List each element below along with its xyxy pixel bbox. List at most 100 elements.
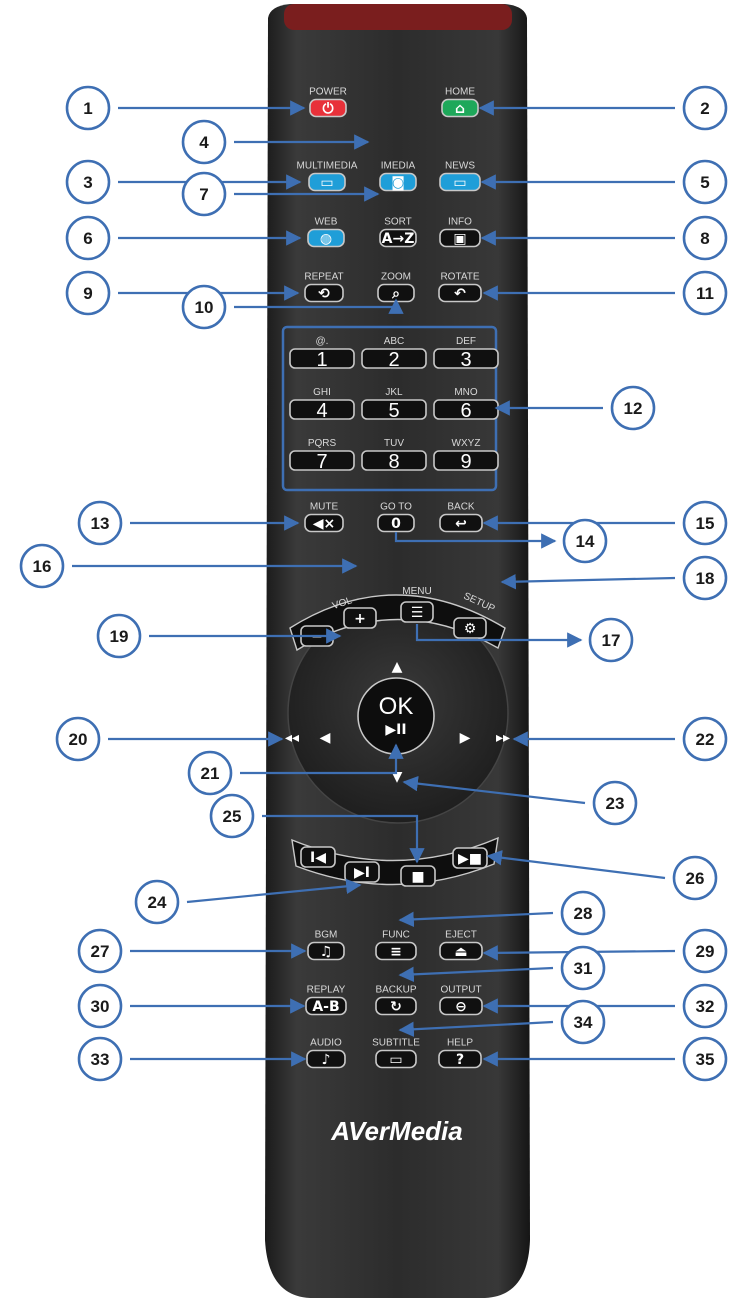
goto-key[interactable] — [377, 513, 415, 533]
callout-arrows — [72, 100, 676, 1067]
vol-plus-button[interactable]: + — [343, 607, 377, 629]
home-key[interactable] — [441, 98, 479, 118]
prev-button[interactable]: I◀ — [300, 846, 336, 868]
numpad-letters: MNO — [454, 387, 478, 398]
func-key[interactable] — [375, 941, 417, 961]
subtitle-key[interactable] — [375, 1049, 417, 1069]
power-button[interactable]: POWER⏻ — [309, 87, 347, 118]
callout-circle — [682, 983, 728, 1029]
imedia-button[interactable]: IMEDIA◙ — [379, 161, 417, 192]
repeat-key[interactable] — [304, 283, 344, 303]
replay-key[interactable] — [305, 996, 347, 1016]
eject-key[interactable] — [439, 941, 483, 961]
info-button[interactable]: INFO▣ — [439, 217, 481, 248]
callout-circle — [560, 945, 606, 991]
mute-button[interactable]: MUTE◀× — [304, 502, 344, 533]
info-key[interactable] — [439, 228, 481, 248]
zoom-button[interactable]: ZOOM⌕ — [377, 272, 415, 303]
numpad-key-cap[interactable] — [433, 450, 499, 471]
numpad-key-cap[interactable] — [361, 450, 427, 471]
setup-button-cap[interactable] — [453, 617, 487, 639]
vol-plus-button-cap[interactable] — [343, 607, 377, 629]
rotate-icon: ↶ — [454, 286, 466, 302]
slow-button[interactable]: ▶■ — [452, 847, 488, 869]
numpad-digit: 9 — [460, 451, 471, 473]
news-button[interactable]: NEWS▭ — [439, 161, 481, 192]
back-key[interactable] — [439, 513, 483, 533]
eject-button[interactable]: EJECT⏏ — [439, 930, 483, 961]
callout-arrow-10 — [234, 298, 404, 314]
sort-key[interactable] — [379, 228, 417, 248]
callout-number: 7 — [199, 185, 208, 204]
setup-icon: ⚙ — [464, 621, 477, 637]
rotate-button[interactable]: ROTATE↶ — [438, 272, 482, 303]
numpad-key-cap[interactable] — [289, 399, 355, 420]
stop-button-cap[interactable] — [400, 865, 436, 887]
numpad-letters: WXYZ — [452, 438, 481, 449]
callout-arrow-14 — [394, 532, 557, 549]
numpad-digit: 3 — [460, 349, 471, 371]
stop-button[interactable]: ■ — [400, 865, 436, 887]
func-button[interactable]: FUNC≡ — [375, 930, 417, 961]
callout-10: 10 — [181, 284, 227, 330]
back-button[interactable]: BACK↩ — [439, 502, 483, 533]
prev-button-cap[interactable] — [300, 846, 336, 868]
callout-9: 9 — [65, 270, 111, 316]
news-key[interactable] — [439, 172, 481, 192]
multimedia-key[interactable] — [308, 172, 346, 192]
menu-button-cap[interactable] — [400, 601, 434, 623]
numpad-key-9[interactable]: WXYZ 9 — [433, 438, 499, 473]
callout-number: 13 — [91, 514, 110, 533]
backup-button[interactable]: BACKUP↻ — [375, 985, 417, 1016]
numpad-key-cap[interactable] — [289, 450, 355, 471]
callout-circle — [562, 518, 608, 564]
web-key[interactable] — [307, 228, 345, 248]
goto-button[interactable]: GO TO0 — [377, 502, 415, 533]
repeat-button[interactable]: REPEAT⟲ — [304, 272, 344, 303]
help-button[interactable]: HELP? — [438, 1038, 482, 1069]
replay-label: REPLAY — [307, 985, 346, 996]
help-key[interactable] — [438, 1049, 482, 1069]
audio-key[interactable] — [306, 1049, 346, 1069]
mute-key[interactable] — [304, 513, 344, 533]
eject-label: EJECT — [445, 930, 477, 941]
backup-key[interactable] — [375, 996, 417, 1016]
next-button-cap[interactable] — [344, 861, 380, 883]
numpad-key-1[interactable]: @.1 — [289, 336, 355, 371]
output-button[interactable]: OUTPUT⊖ — [439, 985, 483, 1016]
callout-circle — [588, 617, 634, 663]
home-button[interactable]: HOME⌂ — [441, 87, 479, 118]
multimedia-button[interactable]: MULTIMEDIA▭ — [297, 161, 358, 192]
callout-18: 18 — [682, 555, 728, 601]
audio-button[interactable]: AUDIO♪ — [306, 1038, 346, 1069]
next-button[interactable]: ▶I — [344, 861, 380, 883]
callout-number: 25 — [223, 807, 242, 826]
bgm-key[interactable] — [307, 941, 345, 961]
numpad-key-cap[interactable] — [433, 348, 499, 369]
bgm-button[interactable]: BGM♫ — [307, 930, 345, 961]
setup-button[interactable]: ⚙ — [453, 617, 487, 639]
rotate-key[interactable] — [438, 283, 482, 303]
output-key[interactable] — [439, 996, 483, 1016]
web-button[interactable]: WEB◍ — [307, 217, 345, 248]
callout-number: 14 — [576, 532, 595, 551]
callout-circle — [181, 119, 227, 165]
power-key[interactable] — [309, 98, 347, 118]
imedia-key[interactable] — [379, 172, 417, 192]
subtitle-button[interactable]: SUBTITLE▭ — [372, 1038, 420, 1069]
numpad-key-cap[interactable] — [289, 348, 355, 369]
numpad-key-cap[interactable] — [361, 399, 427, 420]
numpad-key-cap[interactable] — [361, 348, 427, 369]
callout-arrow-25 — [262, 814, 425, 864]
menu-button[interactable]: ☰ — [400, 601, 434, 623]
callout-circle — [560, 890, 606, 936]
